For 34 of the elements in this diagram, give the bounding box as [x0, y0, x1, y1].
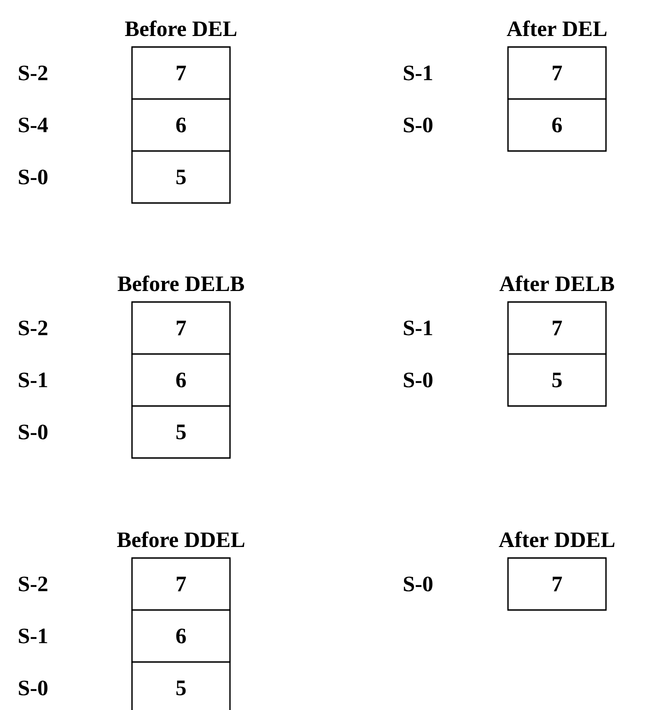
node-label: Before DELB: [118, 275, 244, 292]
stack-cell: 6: [131, 609, 231, 663]
node-label: Before DDEL: [117, 531, 244, 548]
node-label: Before DEL: [125, 20, 236, 36]
stack-cell: 6: [507, 98, 607, 152]
slot-label: S-2: [18, 66, 48, 80]
stack-cell: 5: [507, 353, 607, 407]
slot-label: S-1: [18, 628, 48, 644]
slot-label: S-0: [404, 372, 432, 388]
slot-label: S-1: [404, 66, 432, 80]
stack-cell: 7: [131, 46, 231, 100]
node-label: After DEL: [506, 20, 606, 36]
slot-label: S-0: [18, 424, 48, 440]
slot-label: S-4: [18, 118, 48, 132]
stack-cell: 6: [131, 353, 231, 407]
stack-cell: 7: [507, 301, 607, 355]
stack-cell: 7: [507, 46, 607, 100]
stack-cell: 7: [131, 301, 231, 355]
stack-cell: 5: [131, 150, 231, 204]
node-label: After DELB: [499, 275, 614, 292]
node-label: After DDEL: [498, 531, 614, 548]
stack-cell: 5: [131, 661, 231, 710]
stack-cell: 7: [552, 576, 562, 592]
stack-cell: 7: [131, 557, 231, 611]
slot-label: S-1: [18, 372, 48, 388]
slot-label: S-2: [18, 320, 48, 336]
stack-cell: 5: [131, 405, 231, 459]
stack-cell: 6: [131, 98, 231, 152]
slot-label: S-0: [18, 170, 48, 184]
slot-label: S-0: [404, 576, 432, 592]
slot-label: S-2: [18, 576, 48, 592]
slot-label: S-0: [18, 680, 48, 696]
slot-label: S-0: [404, 118, 432, 132]
slot-label: S-1: [404, 320, 432, 336]
